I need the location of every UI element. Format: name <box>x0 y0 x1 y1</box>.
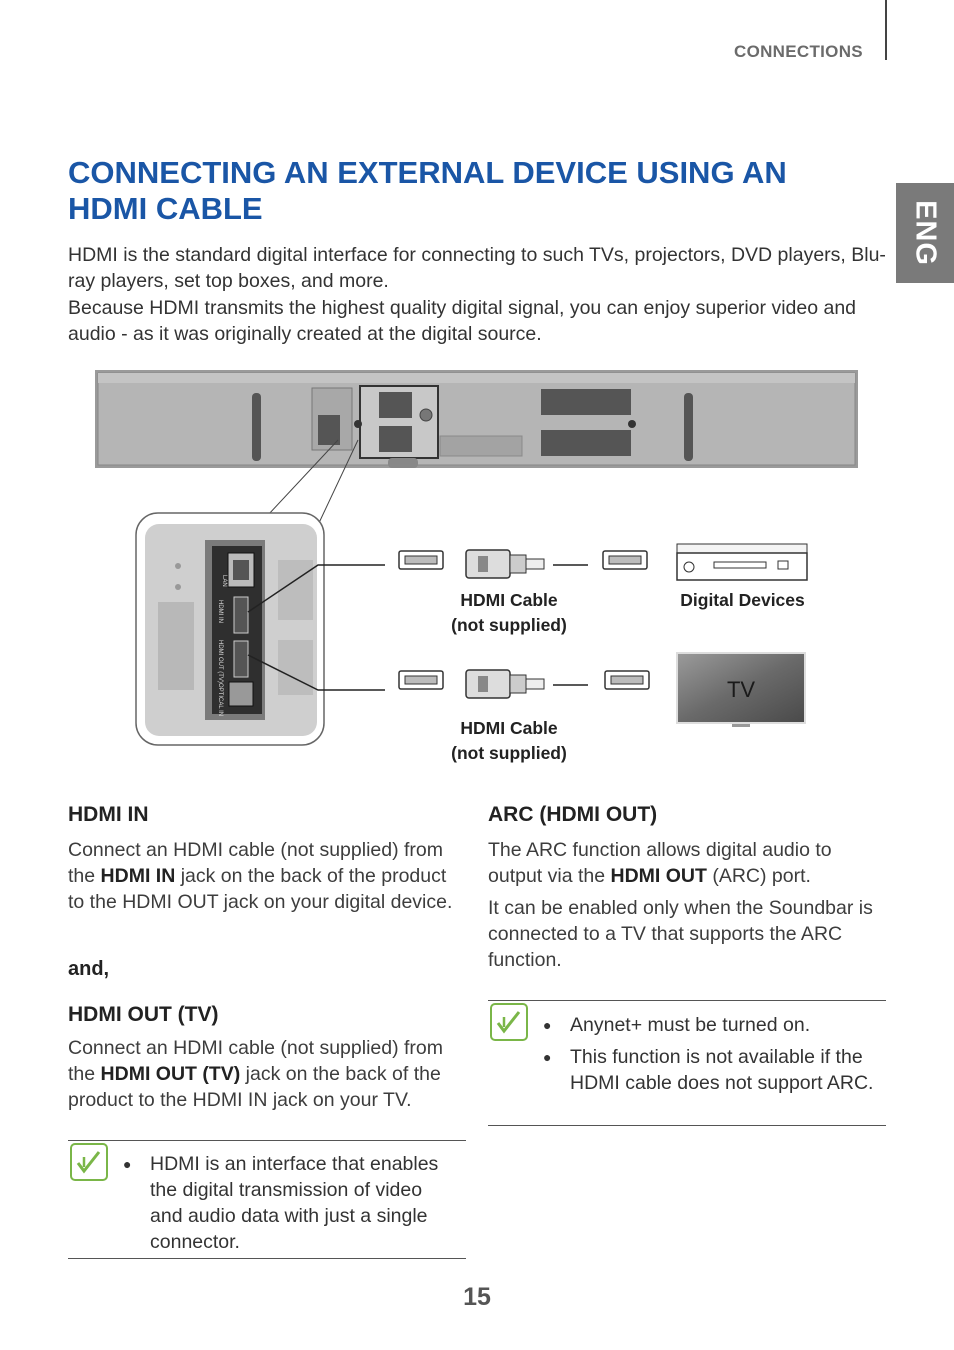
tv-label: TV <box>727 677 755 702</box>
hdmi-cable-1 <box>398 549 648 579</box>
note-bottom-rule <box>68 1258 466 1259</box>
hdmi-in-heading: HDMI IN <box>68 803 149 826</box>
tv-icon: TV <box>676 652 806 727</box>
arc-heading: ARC (HDMI OUT) <box>488 803 658 826</box>
cable-2-caption: HDMI Cable(not supplied) <box>451 718 567 763</box>
note-checkmark-icon <box>70 1143 108 1181</box>
right-note-list: Anynet+ must be turned on. This function… <box>543 1012 878 1102</box>
soundbar-illustration <box>95 370 858 468</box>
port-label-optical: OPTICAL IN <box>217 683 223 716</box>
digital-device-icon <box>676 543 808 581</box>
arc-paragraph-1: The ARC function allows digital audio to… <box>488 839 832 887</box>
note-bottom-rule <box>488 1125 886 1126</box>
rear-panel-closeup: LAN HDMI IN HDMI OUT (TV) OPTICAL IN <box>135 512 325 746</box>
port-label-lan: LAN <box>221 575 227 587</box>
note-checkmark-icon <box>490 1003 528 1041</box>
note-top-rule <box>488 1000 886 1001</box>
left-note-list: HDMI is an interface that enables the di… <box>123 1151 453 1261</box>
port-label-hdmi-in: HDMI IN <box>217 600 223 623</box>
language-tab-label: ENG <box>909 200 942 266</box>
hdmi-out-heading: HDMI OUT (TV) <box>68 1003 219 1026</box>
intro-paragraph-1: HDMI is the standard digital interface f… <box>68 244 886 292</box>
page-number: 15 <box>463 1283 491 1311</box>
hdmi-out-paragraph: Connect an HDMI cable (not supplied) fro… <box>68 1037 444 1111</box>
arc-paragraph-2: It can be enabled only when the Soundbar… <box>488 897 873 971</box>
and-label: and, <box>68 958 110 980</box>
connection-diagram: LAN HDMI IN HDMI OUT (TV) OPTICAL IN <box>95 370 858 746</box>
digital-devices-caption: Digital Devices <box>680 590 805 610</box>
language-tab: ENG <box>896 183 954 283</box>
port-label-hdmi-out: HDMI OUT (TV) <box>217 640 223 683</box>
hdmi-cable-2 <box>398 669 650 699</box>
page-title: CONNECTING AN EXTERNAL DEVICE USING AN H… <box>68 155 787 226</box>
cable-1-caption: HDMI Cable(not supplied) <box>451 590 567 635</box>
list-item: Anynet+ must be turned on. <box>543 1012 878 1038</box>
note-top-rule <box>68 1140 466 1141</box>
hdmi-in-paragraph: Connect an HDMI cable (not supplied) fro… <box>68 839 453 913</box>
intro-paragraph-2: Because HDMI transmits the highest quali… <box>68 297 857 345</box>
section-label: CONNECTIONS <box>734 42 863 61</box>
header-divider <box>885 0 887 60</box>
list-item: HDMI is an interface that enables the di… <box>123 1151 453 1255</box>
list-item: This function is not available if the HD… <box>543 1044 878 1096</box>
